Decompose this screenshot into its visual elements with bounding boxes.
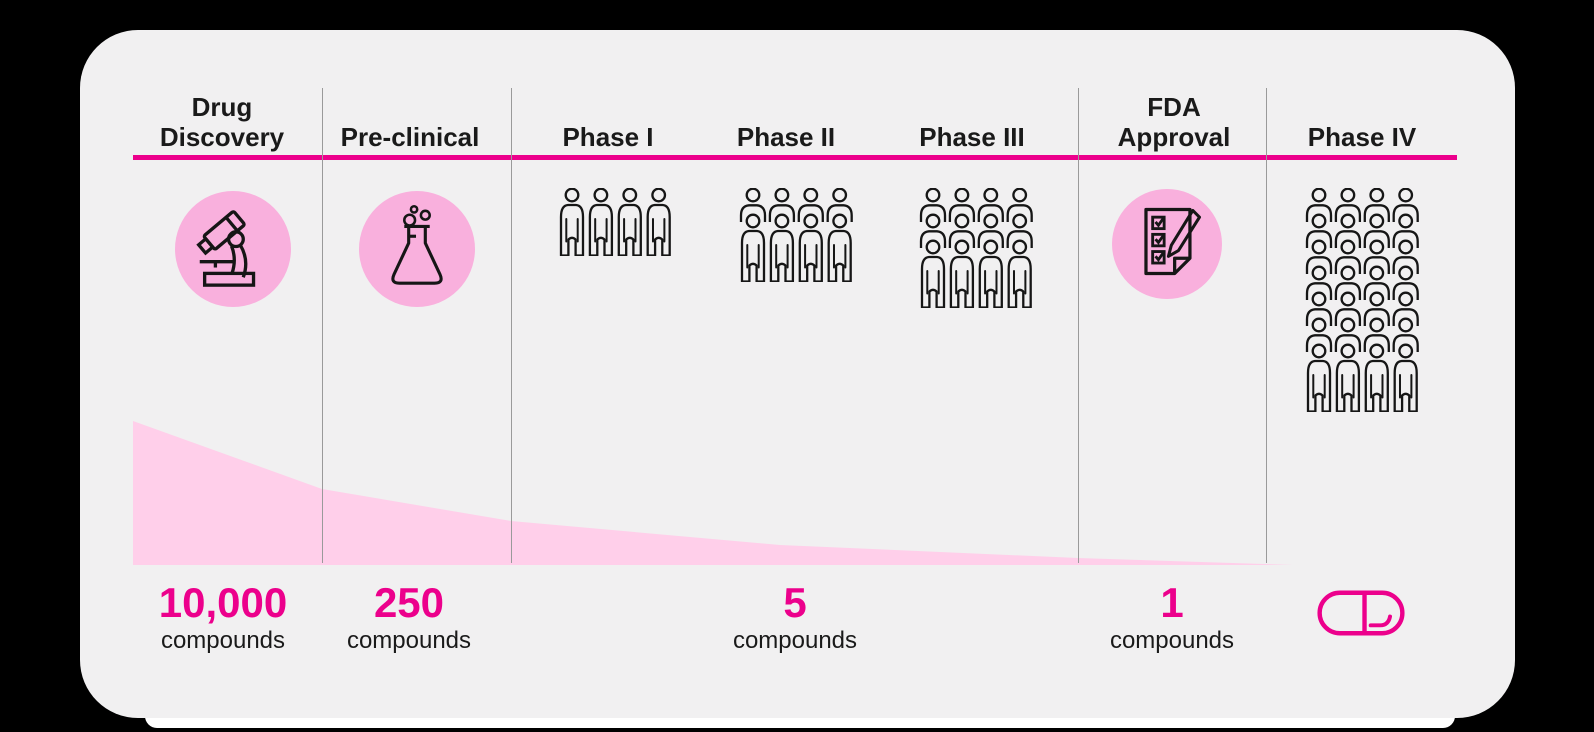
count-unit: compounds [1109,627,1235,654]
count-unit: compounds [346,627,472,654]
column-divider [1078,88,1079,563]
phase-header-row: Drug Discovery Pre-clinical Phase I Phase I… [80,84,1515,154]
phase-label-phase-1: Phase I [562,121,654,152]
flask-icon [373,203,461,296]
checklist-icon [1124,199,1210,290]
phase-label-phase-2: Phase II [736,121,836,152]
count-unit: compounds [732,627,858,654]
phase-3-people-group-icon [919,188,1033,308]
phase-label-drug-discovery: Drug Discovery [159,91,285,152]
funnel-polygon [133,421,1293,565]
phase-2-people-group-icon [739,188,853,282]
count-value: 5 [783,579,807,626]
drug-discovery-badge [175,191,291,307]
phase-4-people-group-icon [1305,188,1419,412]
pipeline-card: Drug Discovery Pre-clinical Phase I Phase I… [80,30,1515,718]
column-divider [322,88,323,563]
capsule-icon [1317,590,1405,641]
count-value: 250 [373,579,445,626]
phase-label-phase-3: Phase III [919,121,1025,152]
count-unit: compounds [160,627,286,654]
phase-label-phase-4: Phase IV [1307,121,1417,152]
phase-label-pre-clinical: Pre-clinical [340,121,480,152]
column-divider [511,88,512,563]
count-value: 10,000 [158,579,288,626]
phase-label-fda-approval: FDA Approval [1117,91,1231,152]
header-underline [133,155,1457,160]
fda-approval-badge [1112,189,1222,299]
column-divider [1266,88,1267,563]
funnel-shape [133,421,1293,565]
count-value: 1 [1160,579,1184,626]
microscope-icon [189,203,277,296]
pre-clinical-badge [359,191,475,307]
phase-1-people-group-icon [559,188,671,256]
